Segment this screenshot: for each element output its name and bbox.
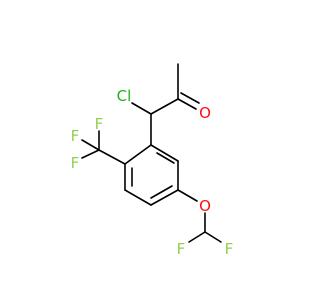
bond-ch-carbonyl — [150, 98, 179, 115]
bond-ring-o — [177, 189, 198, 202]
ring-bond — [150, 189, 179, 206]
ring-bond — [156, 152, 175, 164]
ring-bond — [124, 189, 152, 206]
bonds — [81, 63, 222, 243]
ether-oxygen-label: O — [199, 197, 211, 215]
chf2-fluorine-left-label: F — [177, 240, 186, 258]
bond-cf3-f — [81, 139, 100, 151]
chf2-fluorine-right-label: F — [225, 240, 234, 258]
ring-bond — [150, 144, 179, 162]
cf3-fluorine-top-label: F — [95, 115, 104, 133]
bond-ch-cl — [131, 102, 152, 115]
bond-chf2-f — [204, 231, 222, 243]
bond-ring-cf3 — [98, 149, 126, 165]
molecule-structure: Cl O O F F F F F — [71, 63, 234, 258]
chlorine-label: Cl — [117, 87, 132, 105]
cf3-fluorine-bottom-label: F — [71, 154, 80, 172]
ketone-oxygen-label: O — [199, 104, 211, 122]
bond-cf3-f — [81, 149, 100, 159]
bond-carbonyl-o — [180, 92, 200, 104]
ring-bond — [150, 185, 173, 199]
cf3-fluorine-left-label: F — [71, 127, 80, 145]
bond-chf2-f — [188, 231, 206, 243]
bond-carbonyl-o — [177, 98, 197, 110]
ring-bond — [124, 144, 152, 165]
atom-labels: Cl O O F F F F F — [71, 87, 234, 258]
